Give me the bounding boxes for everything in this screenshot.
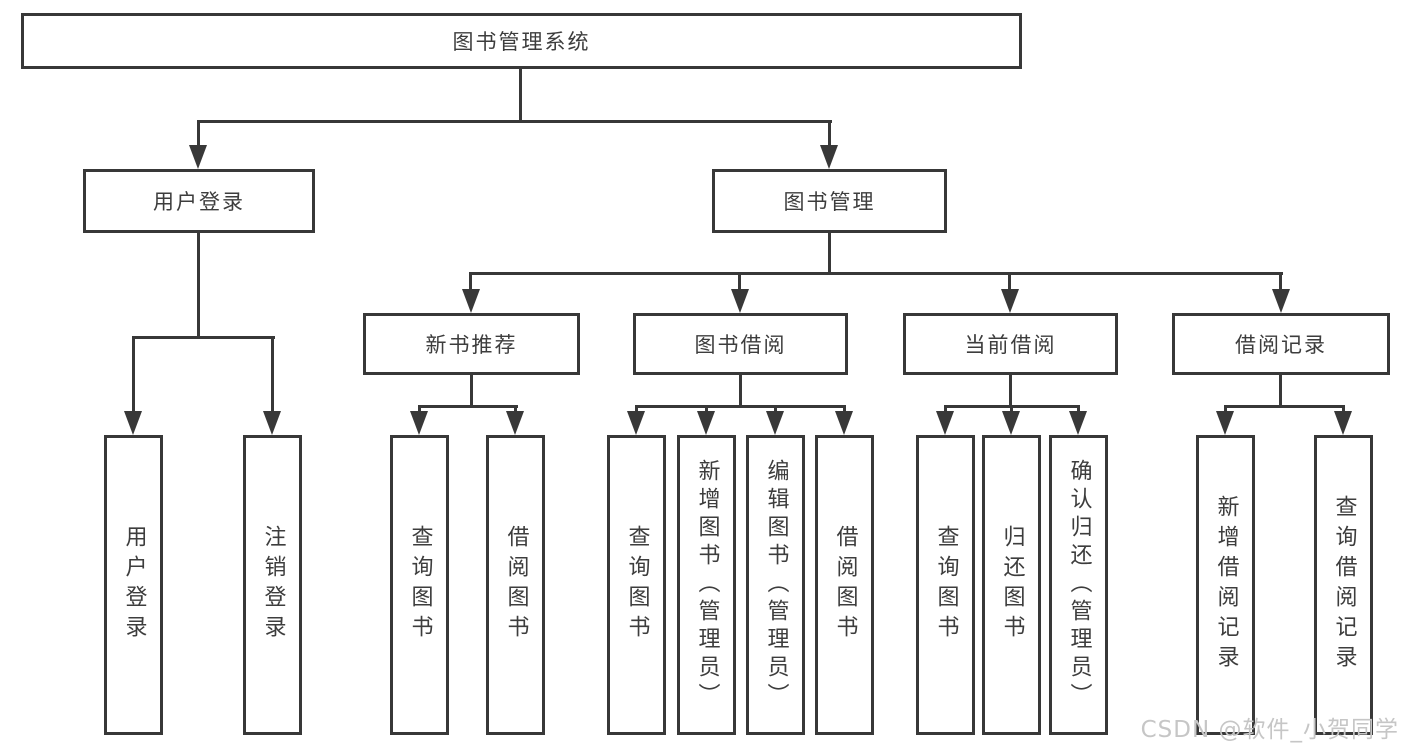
arrowhead-current xyxy=(1001,289,1019,313)
arrowhead-borrowing xyxy=(731,289,749,313)
connector-drop-bor-add xyxy=(705,405,708,415)
leaf-logout: 注销登录 xyxy=(243,435,302,735)
connector-user-stem xyxy=(197,233,200,339)
arrowhead-recommend xyxy=(462,289,480,313)
leaf-recommend-borrow-books: 借阅图书 xyxy=(486,435,545,735)
leaf-borrow-borrow-books: 借阅图书 xyxy=(815,435,874,735)
node-user-login: 用户登录 xyxy=(83,169,315,233)
connector-user-bar xyxy=(132,336,275,339)
arrowhead-book-management xyxy=(820,145,838,169)
arrowhead-user-login xyxy=(189,145,207,169)
arrowhead-records xyxy=(1272,289,1290,313)
leaf-borrow-add-books-admin: 新增图书（管理员） xyxy=(677,435,736,735)
arrowhead-bor-borrow xyxy=(835,411,853,435)
leaf-borrow-query-books: 查询图书 xyxy=(607,435,666,735)
connector-drop-cur-query xyxy=(944,405,947,415)
connector-borrowing-bar xyxy=(635,405,846,408)
connector-borrowing-stem xyxy=(739,375,742,408)
connector-root-stem xyxy=(519,67,522,123)
arrowhead-bor-query xyxy=(627,411,645,435)
arrowhead-rec-query xyxy=(410,411,428,435)
leaf-records-add-record: 新增借阅记录 xyxy=(1196,435,1255,735)
node-current-borrowing: 当前借阅 xyxy=(903,313,1118,375)
leaf-borrow-edit-books-admin: 编辑图书（管理员） xyxy=(746,435,805,735)
connector-drop-bor-query xyxy=(635,405,638,415)
connector-recommend-bar xyxy=(418,405,518,408)
connector-drop-borrowing xyxy=(738,272,741,294)
connector-drop-recommend xyxy=(469,272,472,294)
node-new-book-recommend: 新书推荐 xyxy=(363,313,580,375)
connector-root-bar xyxy=(197,120,832,123)
watermark: CSDN @软件_小贺同学 xyxy=(1140,717,1399,743)
arrowhead-leaf-user-login xyxy=(124,411,142,435)
arrowhead-cur-query xyxy=(936,411,954,435)
arrowhead-rec-borrow xyxy=(506,411,524,435)
connector-drop-records xyxy=(1279,272,1282,294)
leaf-user-login: 用户登录 xyxy=(104,435,163,735)
leaf-recommend-query-books: 查询图书 xyxy=(390,435,449,735)
arrowhead-leaf-logout xyxy=(263,411,281,435)
arrowhead-recd-query xyxy=(1334,411,1352,435)
leaf-current-return-books: 归还图书 xyxy=(982,435,1041,735)
connector-records-stem xyxy=(1279,375,1282,408)
node-book-management-system: 图书管理系统 xyxy=(21,13,1022,69)
node-book-borrowing: 图书借阅 xyxy=(633,313,848,375)
connector-mgmt-stem xyxy=(828,233,831,275)
leaf-current-query-books: 查询图书 xyxy=(916,435,975,735)
connector-drop-recd-add xyxy=(1224,405,1227,415)
arrowhead-bor-add xyxy=(697,411,715,435)
connector-drop-rec-borrow xyxy=(514,405,517,415)
leaf-current-confirm-return-admin: 确认归还（管理员） xyxy=(1049,435,1108,735)
connector-drop-bor-edit xyxy=(774,405,777,415)
node-book-management: 图书管理 xyxy=(712,169,947,233)
connector-drop-cur-return xyxy=(1010,405,1013,415)
leaf-records-query-record: 查询借阅记录 xyxy=(1314,435,1373,735)
arrowhead-recd-add xyxy=(1216,411,1234,435)
connector-drop-leaf-logout xyxy=(271,336,274,414)
arrowhead-bor-edit xyxy=(766,411,784,435)
connector-drop-cur-confirm xyxy=(1077,405,1080,415)
connector-records-bar xyxy=(1224,405,1345,408)
arrowhead-cur-return xyxy=(1002,411,1020,435)
connector-drop-bor-borrow xyxy=(843,405,846,415)
node-borrowing-records: 借阅记录 xyxy=(1172,313,1390,375)
connector-drop-book-management xyxy=(828,120,831,150)
connector-recommend-stem xyxy=(470,375,473,408)
connector-drop-rec-query xyxy=(418,405,421,415)
connector-mgmt-bar xyxy=(469,272,1283,275)
connector-current-stem xyxy=(1009,375,1012,408)
connector-drop-leaf-user-login xyxy=(132,336,135,414)
connector-drop-current xyxy=(1008,272,1011,294)
arrowhead-cur-confirm xyxy=(1069,411,1087,435)
connector-drop-user-login xyxy=(197,120,200,150)
connector-drop-recd-query xyxy=(1342,405,1345,415)
